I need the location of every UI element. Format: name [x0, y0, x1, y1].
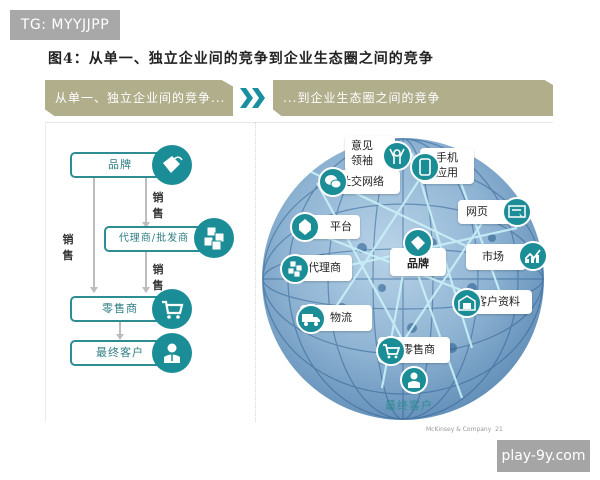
growth-chart-icon [518, 241, 548, 271]
shopping-cart-icon [152, 289, 192, 329]
person-icon [400, 366, 428, 394]
cubes-icon [194, 218, 234, 258]
arrow-head [142, 222, 150, 228]
source-name: McKinsey & Company [426, 426, 492, 433]
node-label: 社交网络 [340, 175, 384, 188]
node-label: 品牌 [407, 257, 429, 270]
banner-left: 从单一、独立企业间的竞争... [45, 80, 233, 116]
cheering-person-icon [382, 141, 412, 171]
arrow-agent-to-retailer [145, 250, 147, 288]
arrow-retailer-to-customer [119, 321, 121, 335]
node-label: 市场 [482, 250, 504, 263]
node-label-line1: 意见 [351, 139, 373, 152]
shopping-cart-icon [376, 336, 406, 366]
node-label: 客户资料 [476, 295, 520, 308]
page-number: 21 [495, 426, 503, 433]
mobile-phone-icon [410, 152, 440, 182]
truck-icon [296, 304, 326, 334]
node-label: 平台 [330, 220, 352, 233]
node-label: 代理商 [308, 261, 341, 274]
arrow-head [116, 334, 124, 340]
platform-icon [290, 212, 320, 242]
linear-value-chain: 销售 销售 销售 品牌 代理商/批发商 零售商 最终客户 [0, 0, 255, 480]
source-footer: McKinsey & Company 21 [426, 426, 503, 433]
watermark-top-left: TG: MYYJJPP [10, 10, 120, 40]
node-label: 零售商 [402, 343, 435, 356]
node-label: 代理商/批发商 [118, 233, 190, 244]
double-chevron-right-icon [240, 86, 266, 114]
tag-icon [152, 145, 192, 185]
cubes-icon [280, 254, 310, 284]
node-label: 零售商 [102, 302, 138, 315]
web-browser-icon [502, 197, 532, 227]
node-label: 网页 [466, 205, 488, 218]
edge-label-sales: 销售 [152, 191, 164, 220]
node-label: 物流 [330, 311, 352, 324]
panel-left-border [45, 122, 46, 422]
edge-label-sales: 销售 [152, 263, 164, 292]
flow-node-agent-wholesaler: 代理商/批发商 [104, 226, 204, 252]
node-label-line2: 领袖 [351, 154, 373, 167]
panel-top-border [45, 122, 553, 123]
arrow-brand-to-retailer [93, 176, 95, 288]
person-icon [152, 333, 192, 373]
wechat-icon [318, 167, 348, 197]
banner-right: ...到企业生态圈之间的竞争 [273, 80, 553, 116]
panel-divider [255, 122, 256, 422]
arrow-head [90, 287, 98, 293]
arrow-brand-to-agent [145, 176, 147, 224]
warehouse-icon [452, 288, 482, 318]
node-label-line2: 应用 [436, 166, 458, 179]
node-label: 品牌 [108, 158, 132, 171]
figure-title: 图4：从单一、独立企业间的竞争到企业生态圈之间的竞争 [48, 51, 434, 67]
tag-icon [403, 228, 433, 258]
node-label-line1: 手机 [436, 151, 458, 164]
arrow-head [142, 287, 150, 293]
node-label: 最终客户 [96, 346, 144, 359]
watermark-bottom-right: play-9y.com [497, 440, 590, 472]
eco-node-market: 市场 [466, 244, 526, 270]
final-customer-label: 最终客户 [385, 399, 433, 412]
edge-label-sales: 销售 [62, 233, 74, 262]
